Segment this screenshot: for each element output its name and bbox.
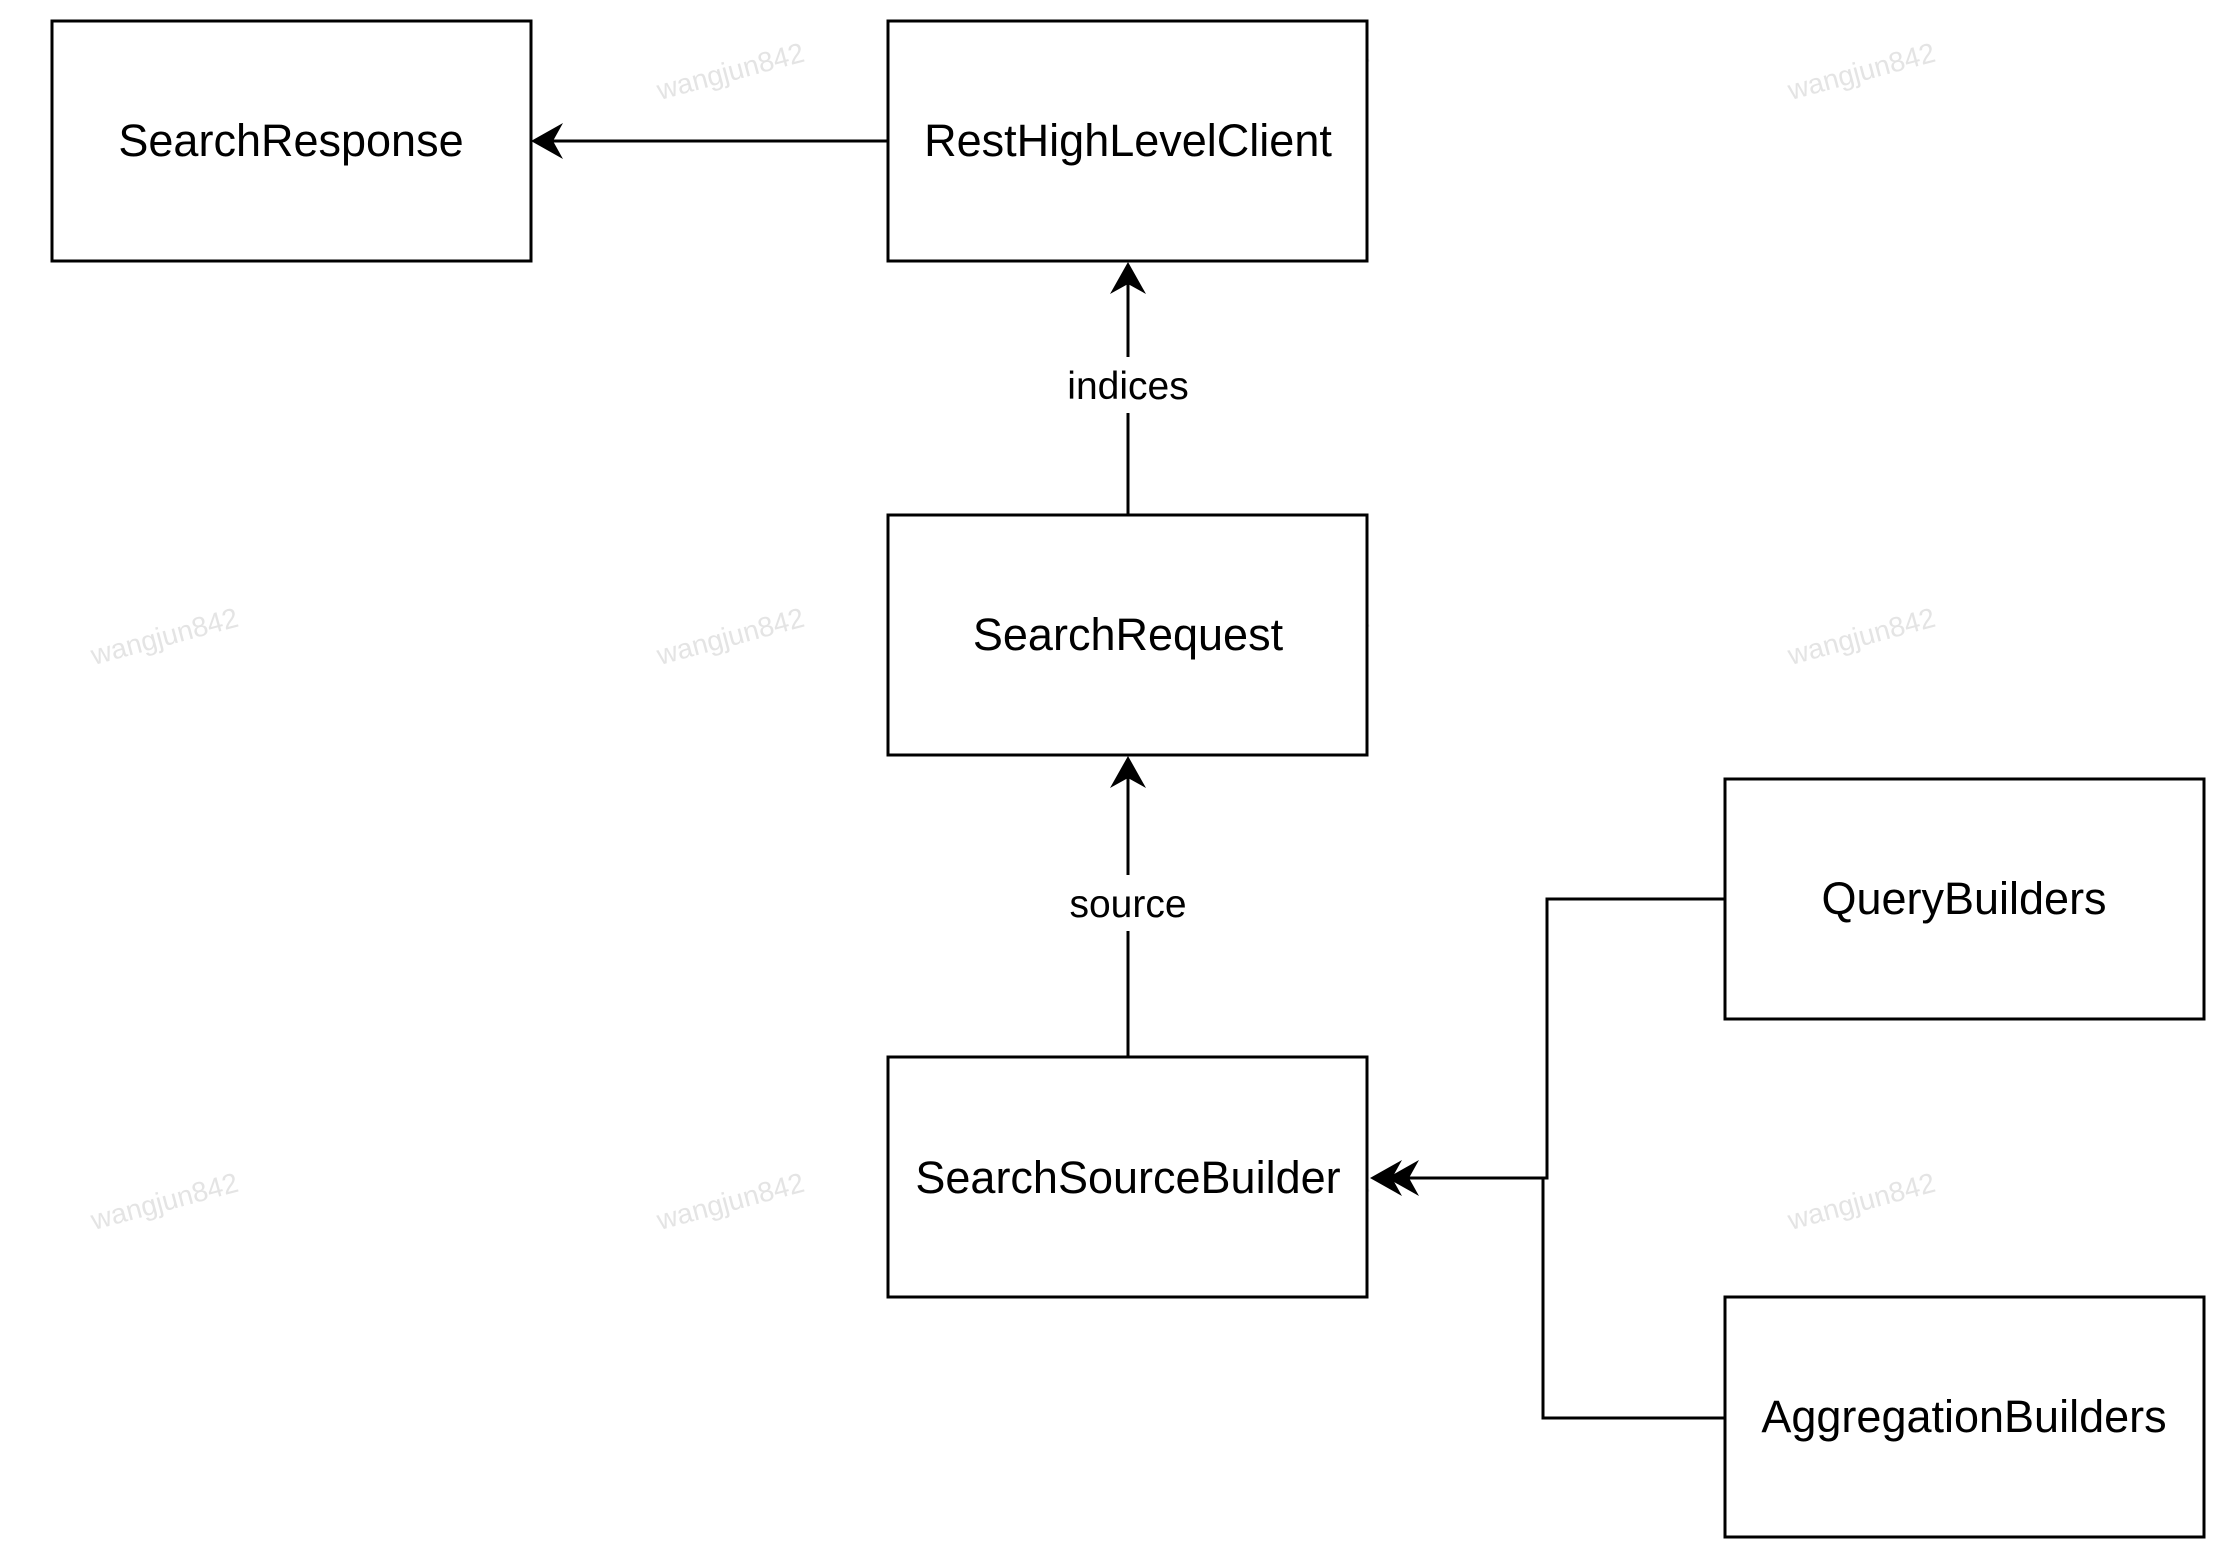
edge-label-source: source: [1069, 883, 1186, 926]
arrowhead-left-icon: [531, 123, 563, 159]
node-box: [886, 19, 1369, 263]
node-label: RestHighLevelClient: [924, 115, 1332, 166]
arrowhead-left-icon: [1387, 1160, 1419, 1196]
watermark: wangjun842: [1784, 1167, 1939, 1236]
edge-aggregation-builders-line: [1541, 1178, 1725, 1420]
node-box: [1723, 1295, 2206, 1539]
watermark: wangjun842: [653, 602, 808, 671]
node-search-request: SearchRequest: [886, 513, 1369, 757]
edge-label-bg: [1055, 357, 1201, 413]
watermark: wangjun842: [1784, 37, 1939, 106]
watermark: wangjun842: [1784, 602, 1939, 671]
node-box: [886, 1055, 1369, 1299]
edge-label-indices: indices: [1067, 365, 1188, 408]
node-label: SearchSourceBuilder: [915, 1152, 1340, 1203]
node-rest-high-level-client: RestHighLevelClient: [886, 19, 1369, 263]
connectors: indices source: [531, 123, 1725, 1420]
node-box: [1723, 777, 2206, 1021]
node-search-source-builder: SearchSourceBuilder: [886, 1055, 1369, 1299]
node-label: QueryBuilders: [1821, 873, 2106, 924]
node-label: AggregationBuilders: [1761, 1391, 2166, 1442]
node-box: [886, 513, 1369, 757]
node-aggregation-builders: AggregationBuilders: [1723, 1295, 2206, 1539]
watermark: wangjun842: [87, 602, 242, 671]
watermark: wangjun842: [653, 1167, 808, 1236]
arrowhead-up-icon: [1110, 262, 1146, 294]
node-label: SearchRequest: [973, 609, 1284, 660]
arrowhead-left-icon: [1370, 1160, 1402, 1196]
edge-label-bg: [1055, 875, 1201, 931]
arrowhead-up-icon: [1110, 756, 1146, 788]
edge-query-builders-line: [1392, 897, 1725, 1180]
node-query-builders: QueryBuilders: [1723, 777, 2206, 1021]
watermark: wangjun842: [653, 37, 808, 106]
node-label: SearchResponse: [118, 115, 463, 166]
node-box: [50, 19, 533, 263]
watermark: wangjun842: [87, 1167, 242, 1236]
node-search-response: SearchResponse: [50, 19, 533, 263]
